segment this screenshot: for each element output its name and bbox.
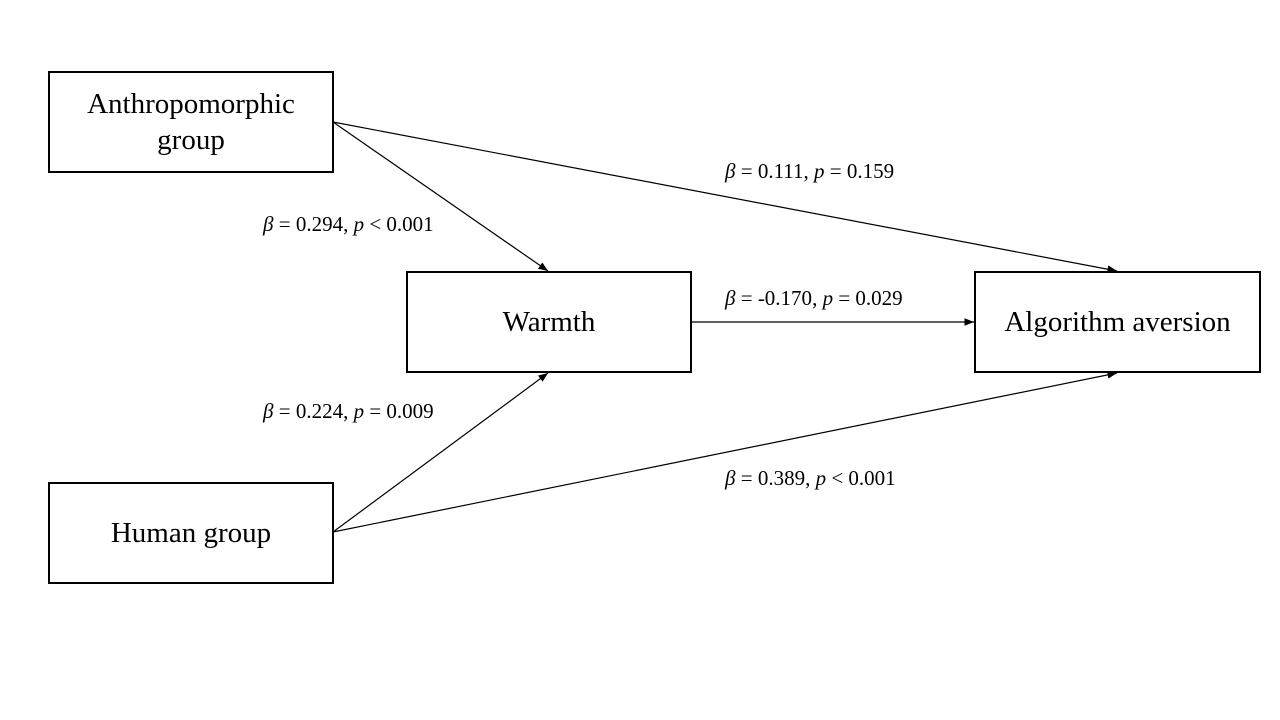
edge-label-human-aversion: β = 0.389, p < 0.001	[725, 466, 896, 490]
edge-label-anthropomorphic-warmth: β = 0.294, p < 0.001	[263, 212, 434, 236]
edge-anthropomorphic-to-warmth	[332, 121, 549, 272]
node-label: Human group	[110, 517, 272, 549]
edge-anthropomorphic-to-aversion	[332, 121, 1118, 273]
edge-human-to-aversion	[332, 371, 1118, 533]
node-label: Warmth	[502, 306, 596, 338]
node-algorithm-aversion: Algorithm aversion	[974, 271, 1261, 373]
edge-label-human-warmth: β = 0.224, p = 0.009	[263, 399, 434, 423]
node-human-group: Human group	[48, 482, 334, 584]
node-label: Anthropomorphic group	[87, 88, 295, 156]
edge-label-warmth-aversion: β = -0.170, p = 0.029	[725, 286, 903, 310]
edge-human-to-warmth	[332, 372, 549, 533]
node-warmth: Warmth	[406, 271, 692, 373]
node-anthropomorphic-group: Anthropomorphic group	[48, 71, 334, 173]
edge-label-anthropomorphic-aversion: β = 0.111, p = 0.159	[725, 159, 895, 183]
node-label: Algorithm aversion	[1004, 306, 1231, 338]
